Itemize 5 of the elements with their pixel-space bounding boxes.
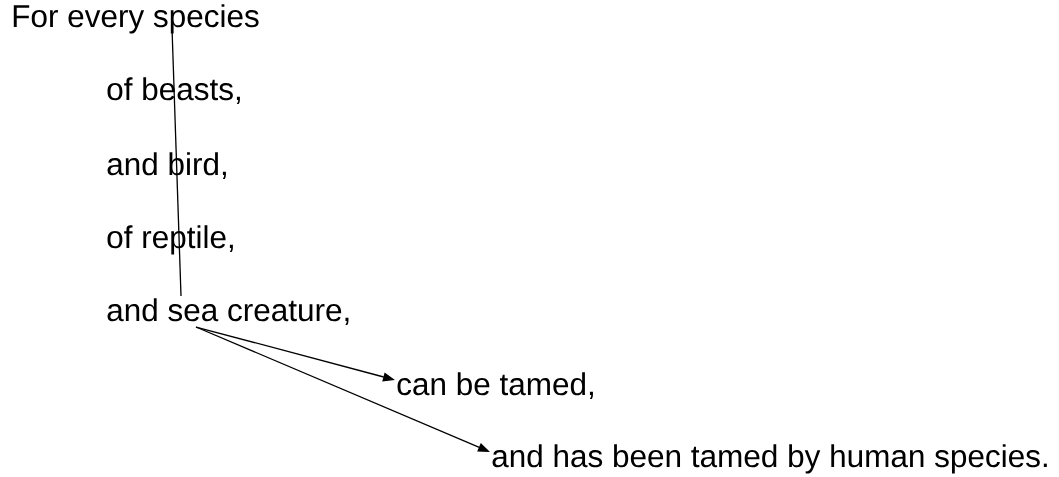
text-label: can be tamed, (397, 372, 593, 400)
connector-line (171, 27, 182, 297)
text-label: For every species (13, 4, 259, 34)
text-label: and has been tamed by human species. (492, 444, 1047, 474)
text-label: and sea creature, (107, 298, 349, 326)
